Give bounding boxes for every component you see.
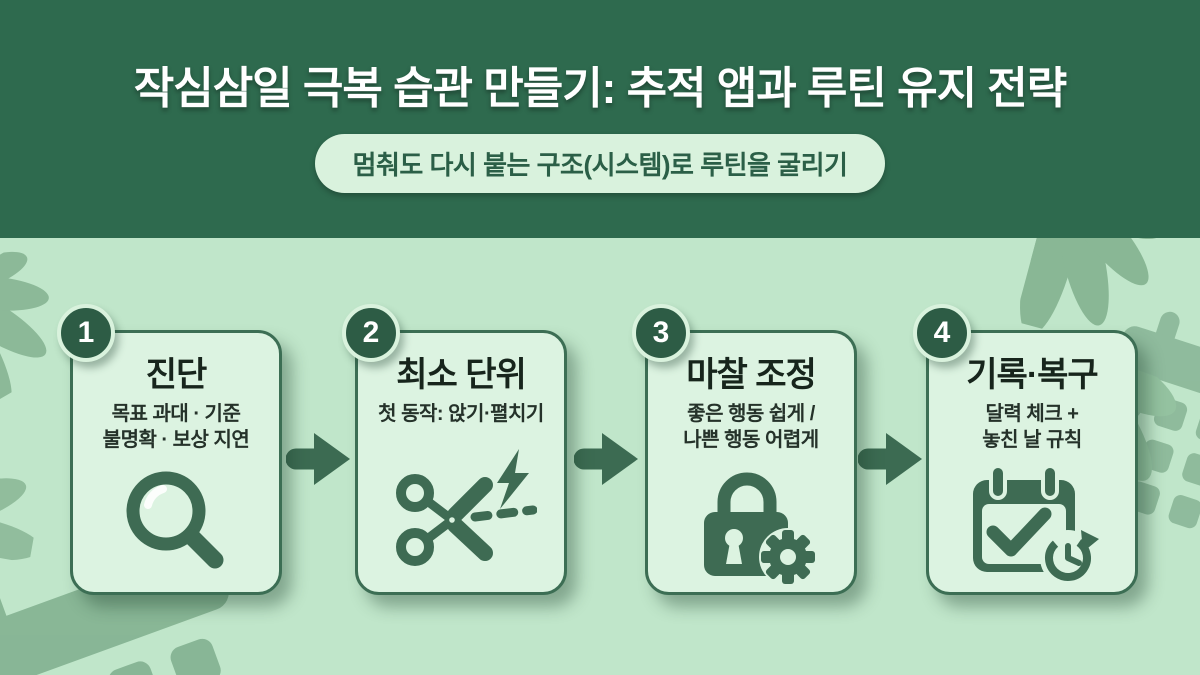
step-number: 4 xyxy=(933,316,951,349)
header-band: 작심삼일 극복 습관 만들기: 추적 앱과 루틴 유지 전략 멈춰도 다시 붙는… xyxy=(0,0,1200,238)
step-number: 3 xyxy=(652,316,670,349)
scissors-lightning-icon xyxy=(358,428,564,592)
step-title: 마찰 조정 xyxy=(686,356,817,394)
step-card-diagnosis: 1 진단 목표 과대 · 기준 불명확 · 보상 지연 xyxy=(57,304,282,595)
step-number-badge: 2 xyxy=(342,304,400,362)
flow-arrow-right-icon xyxy=(858,433,922,485)
page-title: 작심삼일 극복 습관 만들기: 추적 앱과 루틴 유지 전략 xyxy=(133,64,1068,113)
step-number: 2 xyxy=(362,316,380,349)
step-description: 목표 과대 · 기준 불명확 · 보상 지연 xyxy=(102,403,250,451)
step-card-record-recover: 4 기록·복구 달력 체크 + 놓친 날 규칙 xyxy=(913,304,1138,595)
step-number-badge: 1 xyxy=(57,304,115,362)
step-card-friction-adjust: 3 마찰 조정 좋은 행동 쉽게 / 나쁜 행동 어렵게 xyxy=(632,304,857,595)
subtitle-pill: 멈춰도 다시 붙는 구조(시스템)로 루틴을 굴리기 xyxy=(314,134,886,193)
flow-arrow-right-icon xyxy=(574,433,638,485)
step-description: 첫 동작: 앉기·펼치기 xyxy=(378,403,544,426)
step-number: 1 xyxy=(77,316,95,349)
step-number-badge: 4 xyxy=(913,304,971,362)
step-description: 달력 체크 + 놓친 날 규칙 xyxy=(982,403,1082,451)
step-title: 기록·복구 xyxy=(966,356,1098,394)
flow-arrow-right-icon xyxy=(286,433,350,485)
step-card-minimum-unit: 2 최소 단위 첫 동작: 앉기·펼치기 xyxy=(342,304,567,595)
step-description: 좋은 행동 쉽게 / 나쁜 행동 어렵게 xyxy=(683,403,819,451)
lock-gear-icon xyxy=(648,454,854,592)
step-number-badge: 3 xyxy=(632,304,690,362)
magnifier-icon xyxy=(73,454,279,592)
subtitle-text: 멈춰도 다시 붙는 구조(시스템)로 루틴을 굴리기 xyxy=(352,150,848,180)
calendar-check-refresh-icon xyxy=(929,454,1135,592)
step-title: 최소 단위 xyxy=(396,356,527,394)
step-title: 진단 xyxy=(145,356,208,394)
